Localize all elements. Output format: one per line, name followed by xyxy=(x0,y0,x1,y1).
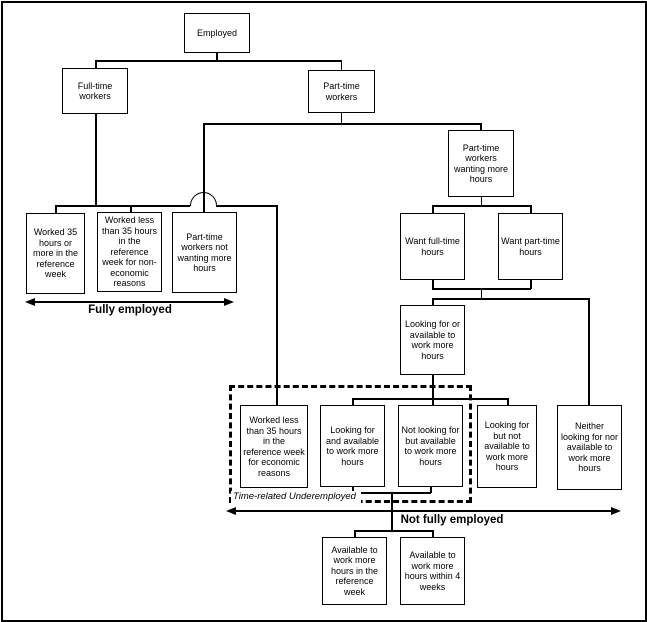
connector-line xyxy=(55,205,57,214)
arrowhead-left-icon xyxy=(25,298,35,306)
node-worked-less-economic: Worked less than 35 hours in the referen… xyxy=(240,405,308,488)
time-related-underemployed-label: Time-related Underemployed xyxy=(231,491,361,503)
connector-line xyxy=(530,279,532,289)
connector-line xyxy=(480,288,482,299)
connector-line xyxy=(432,205,531,207)
node-available-within-4-weeks: Available to work more hours within 4 we… xyxy=(400,537,465,605)
fully-employed-arrow xyxy=(33,301,227,303)
node-employed: Employed xyxy=(184,13,250,53)
connector-line xyxy=(354,530,433,532)
node-want-part-time-hours: Want part-time hours xyxy=(498,213,563,280)
connector-line xyxy=(432,530,434,538)
connector-line xyxy=(216,205,277,207)
connector-line xyxy=(588,298,590,406)
node-not-looking-but-available: Not looking for but available to work mo… xyxy=(398,405,463,487)
connector-line xyxy=(55,205,190,207)
connector-line xyxy=(340,60,342,71)
connector-line xyxy=(95,60,342,62)
node-pt-not-wanting-more-hours: Part-time workers not wanting more hours xyxy=(172,212,237,293)
connector-line xyxy=(130,205,132,213)
connector-line xyxy=(480,123,482,131)
connector-line xyxy=(432,298,434,306)
connector-line xyxy=(432,298,589,300)
connector-line xyxy=(530,205,532,214)
fully-employed-label: Fully employed xyxy=(88,304,172,316)
connector-line xyxy=(95,60,97,69)
node-available-reference-week: Available to work more hours in the refe… xyxy=(322,537,387,605)
connector-line xyxy=(432,374,434,406)
connector-line xyxy=(216,52,218,61)
node-looking-but-not-available: Looking for but not available to work mo… xyxy=(477,405,537,488)
arrowhead-right-icon xyxy=(224,298,234,306)
node-want-full-time-hours: Want full-time hours xyxy=(400,213,465,280)
node-looking-and-available: Looking for and available to work more h… xyxy=(320,405,385,487)
node-neither-looking-nor-available: Neither looking for nor available to wor… xyxy=(557,405,622,490)
connector-line xyxy=(507,398,509,406)
connector-line xyxy=(203,123,481,125)
arrowhead-right-icon xyxy=(611,507,621,515)
node-part-time-workers: Part-time workers xyxy=(308,70,375,113)
connector-line xyxy=(276,205,278,406)
node-full-time-workers: Full-time workers xyxy=(62,68,128,114)
connector-line xyxy=(352,398,354,406)
connector-line xyxy=(340,112,342,124)
connector-line xyxy=(432,205,434,214)
node-worked-35-or-more: Worked 35 hours or more in the reference… xyxy=(26,213,85,294)
connector-line xyxy=(352,486,354,493)
not-fully-employed-label: Not fully employed xyxy=(400,514,504,526)
connector-line xyxy=(430,486,432,493)
connector-line xyxy=(432,279,434,289)
connector-line xyxy=(95,113,97,206)
not-fully-employed-arrow xyxy=(234,510,614,512)
node-worked-less-non-economic: Worked less than 35 hours in the referen… xyxy=(97,212,162,292)
arrowhead-left-icon xyxy=(226,507,236,515)
connector-line xyxy=(203,123,205,213)
connector-line xyxy=(480,196,482,205)
connector-line xyxy=(354,530,356,538)
connector-line xyxy=(391,492,393,531)
connector-line xyxy=(352,398,508,400)
node-pt-wanting-more-hours: Part-time workers wanting more hours xyxy=(448,130,514,197)
node-looking-or-available: Looking for or available to work more ho… xyxy=(400,305,465,375)
